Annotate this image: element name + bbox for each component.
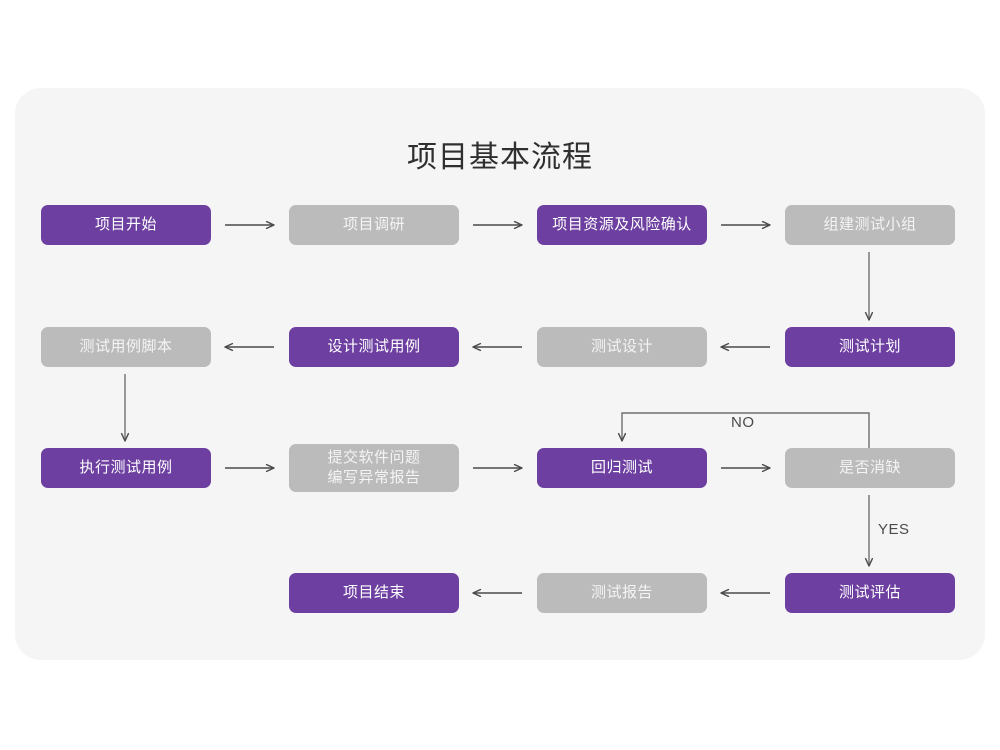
node-project-research[interactable]: 项目调研 [289,205,459,245]
node-test-case-script[interactable]: 测试用例脚本 [41,327,211,367]
edge-label-yes: YES [878,521,910,538]
edge-label-no: NO [731,414,755,431]
node-resource-risk-confirm[interactable]: 项目资源及风险确认 [537,205,707,245]
node-test-design[interactable]: 测试设计 [537,327,707,367]
page-title: 项目基本流程 [407,141,593,174]
node-test-plan[interactable]: 测试计划 [785,327,955,367]
node-design-test-case[interactable]: 设计测试用例 [289,327,459,367]
node-regression-test[interactable]: 回归测试 [537,448,707,488]
node-project-start[interactable]: 项目开始 [41,205,211,245]
node-submit-issue-report[interactable]: 提交软件问题 编写异常报告 [289,444,459,492]
node-project-end[interactable]: 项目结束 [289,573,459,613]
node-form-test-team[interactable]: 组建测试小组 [785,205,955,245]
node-test-evaluation[interactable]: 测试评估 [785,573,955,613]
node-test-report[interactable]: 测试报告 [537,573,707,613]
node-defect-cleared-decision[interactable]: 是否消缺 [785,448,955,488]
node-execute-test-case[interactable]: 执行测试用例 [41,448,211,488]
diagram-card [15,88,985,660]
